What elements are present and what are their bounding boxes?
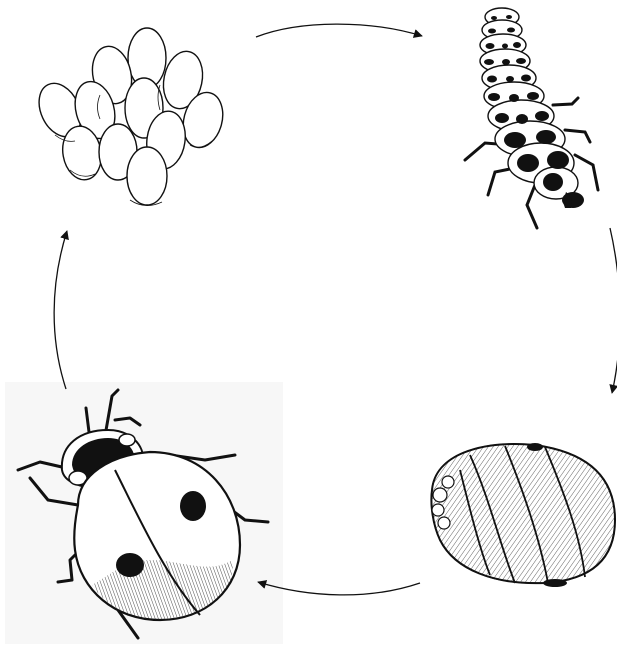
pupa-icon (431, 443, 615, 587)
larva-icon (465, 8, 598, 228)
egg-cluster-icon (31, 28, 229, 206)
ladybug-icon (5, 382, 283, 644)
arrow-larva-to-pupa (610, 228, 617, 393)
arrow-adult-to-eggs (54, 231, 67, 389)
arrow-eggs-to-larva (256, 24, 422, 37)
